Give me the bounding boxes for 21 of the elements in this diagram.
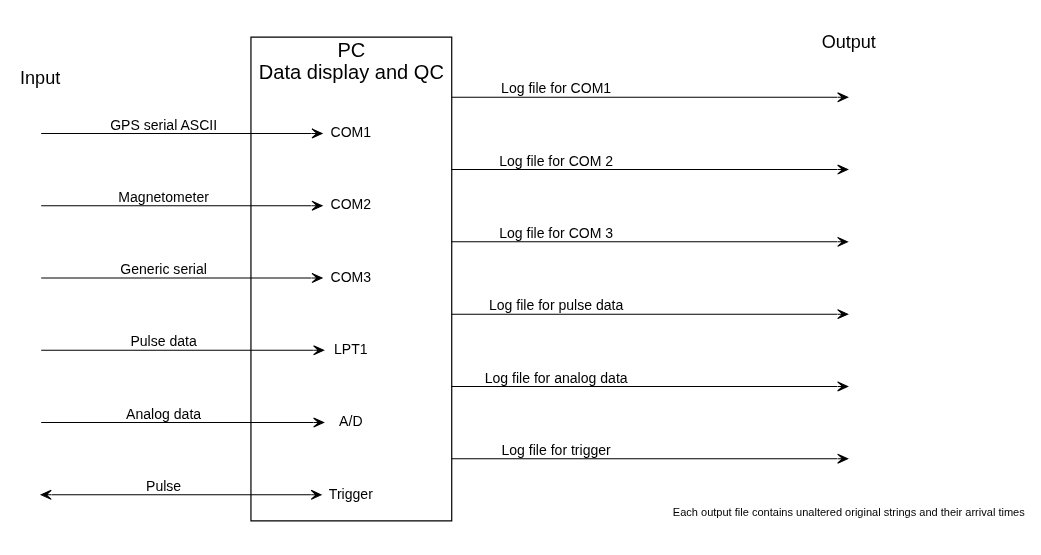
edge-label: Magnetometer (118, 188, 209, 205)
edge-label: Log file for COM 3 (499, 224, 614, 241)
edge-label: Log file for trigger (501, 441, 611, 458)
edge-label: GPS serial ASCII (110, 116, 218, 133)
edge-label: Log file for COM 2 (499, 152, 614, 169)
label: Input (20, 67, 61, 88)
edge-label: Log file for pulse data (488, 296, 624, 313)
node-text: COM2 (330, 195, 372, 212)
node-text: LPT1 (334, 340, 368, 357)
node-text: Trigger (328, 485, 373, 502)
edge-label: Log file for COM1 (501, 79, 612, 96)
edge-label: Pulse (146, 477, 182, 494)
edge-label: Generic serial (120, 260, 207, 277)
edge-label: Log file for analog data (484, 369, 628, 386)
label: Each output file contains unaltered original strings and their arrival times (672, 505, 1025, 518)
label: Output (821, 31, 876, 51)
edge-label: Pulse data (130, 332, 197, 349)
node-text: COM3 (330, 268, 372, 285)
edge-label: Analog data (126, 405, 202, 422)
node-text: A/D (339, 412, 363, 429)
node-text: COM1 (330, 123, 372, 140)
